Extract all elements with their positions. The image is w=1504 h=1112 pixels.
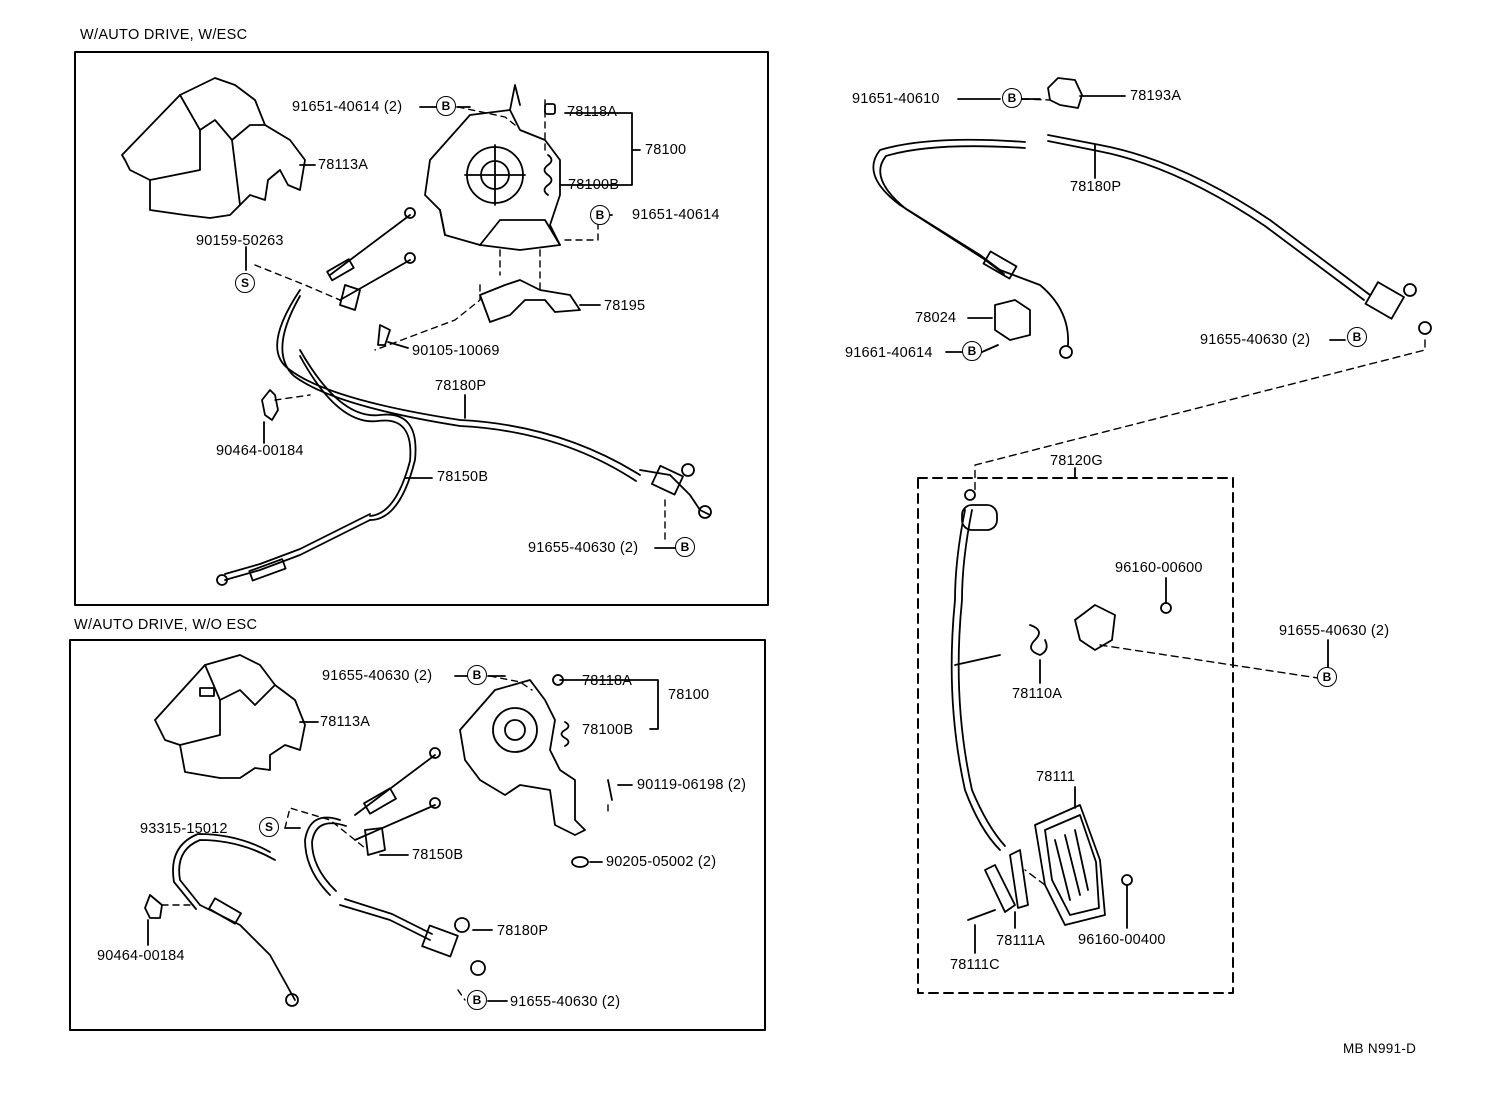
part-label: 78110A: [1012, 686, 1063, 702]
part-label: 91661-40614: [845, 345, 933, 361]
part-label: 78111: [1036, 769, 1076, 785]
inner-cables-p2: [144, 747, 613, 919]
part-label: 91655-40630 (2): [1279, 623, 1390, 639]
part-label: 78150B: [412, 847, 464, 863]
part-label: 78150B: [437, 469, 489, 485]
part-label: 90205-05002 (2): [606, 854, 717, 870]
bolt-marker: B: [436, 96, 456, 116]
part-label: 90105-10069: [412, 343, 500, 359]
part-label: 78024: [915, 310, 957, 326]
bolt-marker: B: [1347, 327, 1367, 347]
part-label: 78113A: [320, 714, 371, 730]
part-label: 91655-40630 (2): [528, 540, 639, 556]
pedal-arm-78120G: [950, 489, 1006, 851]
cover-78113A-p2: [154, 654, 306, 779]
bolt-marker: B: [675, 537, 695, 557]
panel-title-without-esc: W/AUTO DRIVE, W/O ESC: [74, 617, 258, 633]
part-label: 78113A: [318, 157, 369, 173]
retainer-78193A: [1047, 77, 1083, 109]
panel-frame-with-esc: [74, 51, 769, 606]
part-label: 91651-40610: [852, 91, 940, 107]
cover-78113A: [121, 77, 306, 219]
cable-78150B-p2: [304, 816, 486, 976]
bolt-marker: B: [1002, 88, 1022, 108]
panel-title-with-esc: W/AUTO DRIVE, W/ESC: [80, 27, 248, 43]
screw-marker: S: [259, 817, 279, 837]
part-label: 78111A: [996, 933, 1046, 949]
part-label: 91651-40614 (2): [292, 99, 403, 115]
part-label: 90464-00184: [97, 948, 185, 964]
part-label: 78118A: [582, 673, 633, 689]
actuator-78100-p2: [459, 674, 586, 836]
part-label: 78180P: [497, 923, 549, 939]
actuator-78100-p1: [424, 84, 561, 251]
part-label: 78111C: [950, 957, 1000, 973]
part-label: 78180P: [1070, 179, 1122, 195]
spring-78110A: [1029, 624, 1048, 656]
clamp-78024: [994, 299, 1031, 341]
part-label: 93315-15012: [140, 821, 228, 837]
drawing-code: MB N991-D: [1343, 1041, 1417, 1056]
bolt-marker: B: [467, 990, 487, 1010]
part-label: 90159-50263: [196, 233, 284, 249]
part-label: 91655-40630 (2): [322, 668, 433, 684]
part-label: 78195: [604, 298, 646, 314]
part-label: 78193A: [1130, 88, 1182, 104]
pedal-78111: [1034, 804, 1106, 926]
part-label: 91651-40614: [632, 207, 720, 223]
bolt-marker: B: [467, 665, 487, 685]
part-label: 78180P: [435, 378, 487, 394]
part-label: 78100: [645, 142, 687, 158]
part-label: 91655-40630 (2): [1200, 332, 1311, 348]
part-label: 96160-00400: [1078, 932, 1166, 948]
cable-78180P-right: [872, 134, 1432, 359]
bolt-marker: B: [590, 205, 610, 225]
bracket-78195: [479, 279, 581, 323]
part-label: 96160-00600: [1115, 560, 1203, 576]
bolt-marker: B: [1317, 667, 1337, 687]
part-label: 90464-00184: [216, 443, 304, 459]
panel-frame-without-esc: [69, 639, 766, 1031]
part-label: 78100: [668, 687, 710, 703]
part-label: 78120G: [1050, 453, 1103, 469]
cable-78150B-p1: [216, 349, 417, 586]
cable-78180P-p2: [172, 833, 299, 1007]
bolt-marker: B: [962, 341, 982, 361]
part-label: 91655-40630 (2): [510, 994, 621, 1010]
bracket-right: [1074, 604, 1116, 651]
part-label: 78100B: [582, 722, 634, 738]
cable-78180P-p1: [276, 289, 712, 519]
part-label: 78100B: [568, 177, 620, 193]
part-label: 78118A: [567, 104, 618, 120]
inner-cables-p1: [261, 207, 416, 421]
part-label: 90119-06198 (2): [637, 777, 747, 793]
screw-marker: S: [235, 273, 255, 293]
